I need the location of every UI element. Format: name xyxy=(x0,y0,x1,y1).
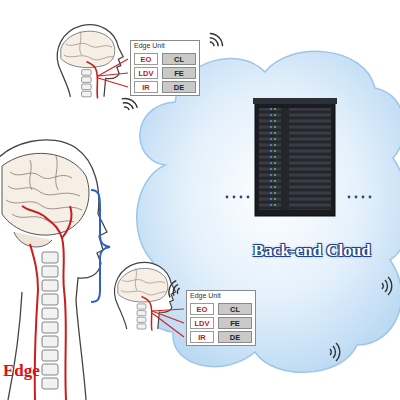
server-rack xyxy=(253,98,337,216)
process-box: FE xyxy=(162,67,196,79)
box-label: LDV xyxy=(139,69,154,78)
sensor-box: IR xyxy=(190,331,214,343)
process-box: FE xyxy=(218,317,252,329)
bracket xyxy=(91,190,110,302)
wireless-signal xyxy=(206,31,226,51)
process-box: CL xyxy=(162,53,196,65)
sensor-box: IR xyxy=(134,81,158,93)
box-label: LDV xyxy=(195,319,210,328)
region-label: Edge xyxy=(3,361,40,381)
sensor-beam xyxy=(98,59,128,87)
wireless-signal xyxy=(330,343,340,361)
box-label: IR xyxy=(198,333,206,342)
box-label: FE xyxy=(230,319,240,328)
wireless-signal xyxy=(119,96,139,113)
edge-unit-box: Edge UnitEO LDV IR CL FE DE xyxy=(130,40,200,96)
box-label: EO xyxy=(197,305,208,314)
box-label: DE xyxy=(174,83,184,92)
box-label: FE xyxy=(174,69,184,78)
large-head xyxy=(0,140,107,400)
edge-unit-box: Edge UnitEO LDV IR CL FE DE xyxy=(186,290,256,346)
wireless-signal xyxy=(167,279,182,299)
box-label: CL xyxy=(230,305,240,314)
cloud-title: Back-end Cloud xyxy=(253,241,371,261)
process-box: DE xyxy=(218,331,252,343)
box-label: IR xyxy=(142,83,150,92)
wireless-signal xyxy=(382,277,392,295)
sensor-box: EO xyxy=(190,303,214,315)
process-box: DE xyxy=(162,81,196,93)
process-box: CL xyxy=(218,303,252,315)
box-label: DE xyxy=(230,333,240,342)
box-label: CL xyxy=(174,55,184,64)
unit-heading: Edge Unit xyxy=(190,292,221,299)
sensor-box: EO xyxy=(134,53,158,65)
sensor-beam xyxy=(152,309,184,337)
unit-heading: Edge Unit xyxy=(134,42,165,49)
ellipsis-dots xyxy=(226,196,372,199)
sensor-box: LDV xyxy=(190,317,214,329)
sensor-box: LDV xyxy=(134,67,158,79)
box-label: EO xyxy=(141,55,152,64)
